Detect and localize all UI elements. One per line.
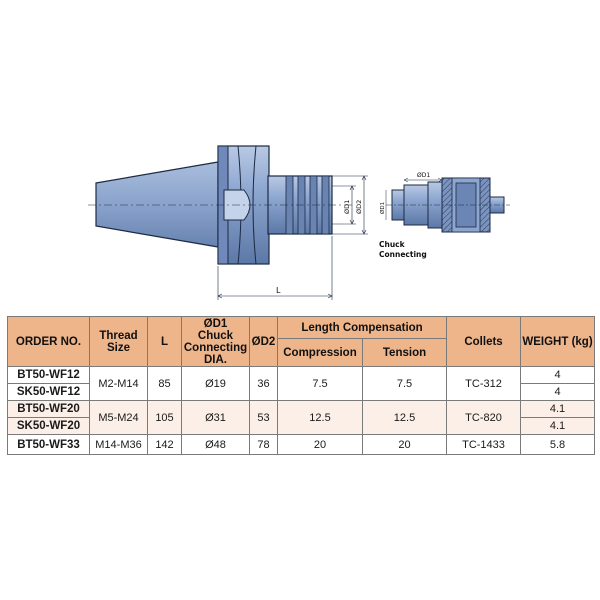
weight-cell: 4 [520,366,596,384]
order-no-cell: BT50-WF12 [7,366,90,384]
tension-cell: 7.5 [361,366,448,401]
d2-cell: 53 [249,400,278,435]
dim-d1-label: ØD1 [343,200,351,214]
header-d1: ØD1 Chuck Connecting DIA. [181,316,250,367]
collet-cell: TC-820 [446,400,522,435]
tension-cell: 20 [361,434,448,455]
header-d2: ØD2 [249,316,278,367]
order-no-cell: SK50-WF12 [7,383,90,401]
compression-cell: 7.5 [277,366,363,401]
header-d1-desc: Chuck Connecting DIA. [183,329,248,366]
d1-cell: Ø48 [181,434,250,455]
tool-holder-drawing: ØD1 ØD2 L ØD1 ØD1 Chuck Connecting [88,145,510,300]
header-order-no: ORDER NO. [7,316,90,367]
header-weight: WEIGHT (kg) [520,316,596,367]
diameter-dimensions: ØD1 ØD2 [332,175,368,235]
chuck-label-line1: Chuck [379,240,406,249]
thread-size-cell: M2-M14 [89,366,148,401]
header-thread-size: Thread Size [89,316,148,367]
table-row: SK50-WF12 4 [7,383,596,401]
d2-cell: 36 [249,366,278,401]
header-compression: Compression [277,338,363,367]
order-no-cell: BT50-WF20 [7,400,90,418]
dim-l-label: L [276,286,281,295]
tension-cell: 12.5 [361,400,448,435]
weight-cell: 5.8 [520,434,596,455]
order-no-cell: BT50-WF33 [7,434,90,455]
d2-cell: 78 [249,434,278,455]
compression-cell: 20 [277,434,363,455]
table-row: BT50-WF33 M14-M36 142 Ø48 78 20 20 TC-14… [7,434,596,455]
length-dimension: L [217,236,333,300]
table-row: BT50-WF20 M5-M24 105 Ø31 53 12.5 12.5 TC… [7,400,596,435]
header-l: L [147,316,182,367]
header-collets: Collets [446,316,522,367]
header-length-compensation: Length Compensation [276,316,448,339]
header-tension: Tension [361,338,448,367]
collet-cell: TC-312 [446,366,522,401]
chuck-label-line2: Connecting [379,250,427,259]
chuck-dim-d1-label: ØD1 [417,172,430,179]
l-cell: 85 [147,366,182,401]
thread-size-cell: M5-M24 [89,400,148,435]
collet-cell: TC-1433 [446,434,522,455]
table-row: BT50-WF12 M2-M14 85 Ø19 36 7.5 7.5 TC-31… [7,366,596,401]
l-cell: 142 [147,434,182,455]
compression-cell: 12.5 [277,400,363,435]
d1-cell: Ø31 [181,400,250,435]
chuck-detail: ØD1 ØD1 Chuck Connecting [379,172,510,259]
spec-table: ORDER NO. Thread Size L ØD1 Chuck Connec… [7,316,596,455]
weight-cell: 4.1 [520,417,596,435]
header-d1-symbol: ØD1 [203,317,228,330]
thread-size-cell: M14-M36 [89,434,148,455]
chuck-side-d1-label: ØD1 [379,202,386,214]
dim-d2-label: ØD2 [355,200,363,214]
d1-cell: Ø19 [181,366,250,401]
weight-cell: 4 [520,383,596,401]
l-cell: 105 [147,400,182,435]
weight-cell: 4.1 [520,400,596,418]
taper-shank [95,161,219,248]
order-no-cell: SK50-WF20 [7,417,90,435]
